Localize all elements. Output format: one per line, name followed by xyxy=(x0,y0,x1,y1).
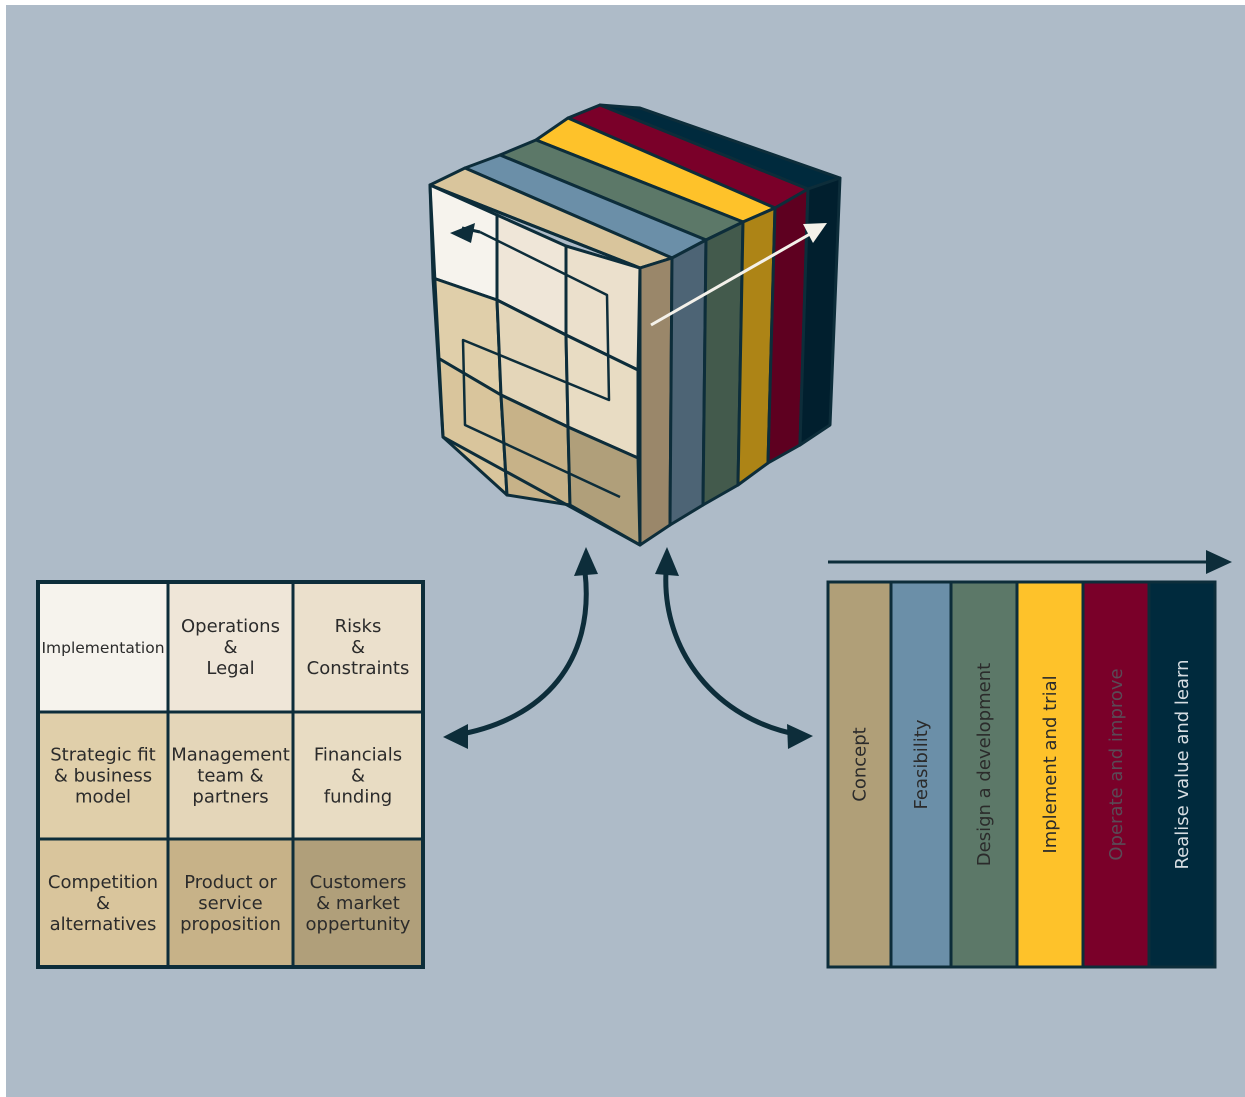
grid-cell-label: funding xyxy=(324,787,392,808)
grid-cell-label: model xyxy=(75,787,131,808)
grid-cell-label: & xyxy=(351,637,365,658)
cube-side-feasibility xyxy=(670,240,706,525)
grid-cell-label: & xyxy=(351,766,365,787)
grid-cell-label: partners xyxy=(192,787,268,808)
grid-cell-label: Operations xyxy=(181,616,280,637)
grid-cell-label: alternatives xyxy=(50,914,157,935)
grid-arrowhead-top xyxy=(574,547,598,576)
phases-connector-arrow xyxy=(666,572,800,735)
phase-label: Implement and trial xyxy=(1040,675,1061,853)
phase-label: Feasibility xyxy=(911,719,932,809)
grid-cell-label: & xyxy=(223,637,237,658)
cube-side-concept xyxy=(640,258,672,545)
grid-cell-label: Financials xyxy=(314,745,402,766)
phase-label: Concept xyxy=(850,727,871,801)
phase-label: Realise value and learn xyxy=(1172,659,1193,869)
phase-label: Operate and improve xyxy=(1106,668,1127,860)
phases-arrowhead-right xyxy=(787,724,813,749)
grid-cell-label: oppertunity xyxy=(306,914,411,935)
connector-arrows xyxy=(456,572,800,735)
grid-cell-label: team & xyxy=(197,766,263,787)
grid-cell-label: Risks xyxy=(335,616,382,637)
grid-cell-label: & business xyxy=(54,766,152,787)
timeline-arrow xyxy=(828,550,1232,574)
phases-arrowhead-top xyxy=(655,547,679,576)
grid-cell-label: Implementation xyxy=(41,639,164,657)
grid-cell-label: Strategic fit xyxy=(50,745,156,766)
cube-framework-diagram: ImplementationOperations&LegalRisks&Cons… xyxy=(6,5,1245,1097)
grid-connector-arrow xyxy=(456,572,586,735)
grid-cell-label: & xyxy=(96,893,110,914)
phases-chart: Concept Feasibility Design a development Im… xyxy=(828,582,1215,967)
cube xyxy=(430,105,840,545)
connector-arrowheads xyxy=(443,547,813,749)
grid-cell-label: & market xyxy=(316,893,400,914)
grid-arrowhead-left xyxy=(443,724,468,749)
cube-side-realise xyxy=(800,178,840,445)
grid-cell-label: Product or xyxy=(184,872,277,893)
grid-cell-label: Management xyxy=(171,745,290,766)
grid-cell-label: Customers xyxy=(310,872,407,893)
grid-cell-label: proposition xyxy=(180,914,281,935)
grid-cell-label: Constraints xyxy=(307,658,410,679)
phase-label: Design a development xyxy=(974,663,995,866)
dimensions-grid: ImplementationOperations&LegalRisks&Cons… xyxy=(38,582,423,967)
grid-cell-label: Legal xyxy=(206,658,254,679)
grid-cell-label: Competition xyxy=(48,872,158,893)
grid-cell-label: service xyxy=(198,893,262,914)
timeline-arrowhead xyxy=(1206,550,1232,574)
